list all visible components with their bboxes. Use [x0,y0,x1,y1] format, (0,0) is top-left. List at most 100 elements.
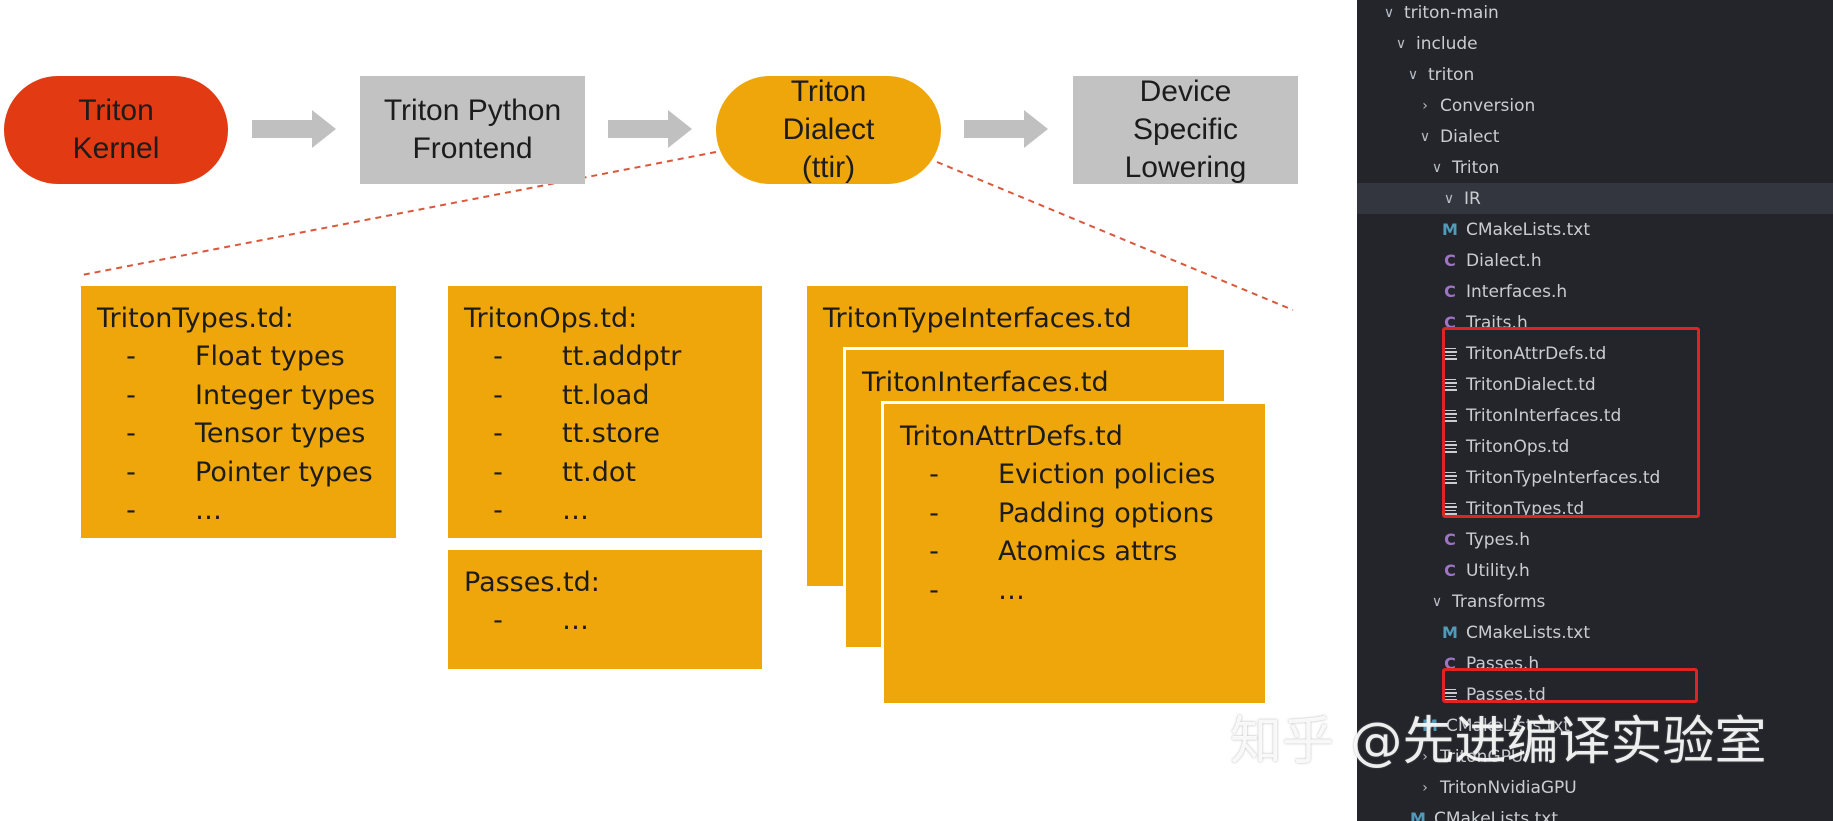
bullet-dash: - [126,379,136,411]
card-item: -Padding options [900,495,1265,534]
bullet-dash: - [929,574,939,606]
triton-dialect-node: Triton Dialect (ttir) [716,75,941,184]
tree-item-label: TritonTypeInterfaces.td [1466,467,1661,488]
watermark: 知乎 @先进编译实验室 [1230,712,1767,772]
card-item: -… [900,572,1265,611]
tree-item-label: TritonDialect.td [1466,374,1596,395]
chevron-right-icon[interactable]: › [1422,748,1428,765]
card-item-text: Tensor types [195,418,366,449]
text-file-icon [1442,409,1458,423]
tree-file-item[interactable]: TritonTypes.td [1357,493,1833,524]
tree-item-label: IR [1464,188,1481,209]
tree-item-label: Dialect.h [1466,250,1542,271]
card-items: -tt.addptr-tt.load-tt.store-tt.dot-… [464,338,762,531]
chevron-right-icon[interactable]: › [1422,779,1428,796]
tree-item-label: TritonAttrDefs.td [1466,343,1607,364]
card-item-text: tt.dot [562,456,636,488]
tree-file-item[interactable]: TritonAttrDefs.td [1357,338,1833,369]
flow-arrow [964,110,1048,148]
c-header-icon: C [1444,251,1456,270]
tree-folder-item[interactable]: ∨Triton [1357,152,1833,183]
tree-item-label: Dialect [1440,126,1500,147]
tree-folder-item[interactable]: ∨ triton [1357,59,1833,90]
c-header-icon: C [1444,282,1456,301]
card-item-text: … [998,574,1025,606]
triton-attr-defs-card: TritonAttrDefs.td -Eviction policies-Pad… [881,401,1265,703]
chevron-right-icon[interactable]: › [1422,97,1428,114]
c-header-icon: C [1444,654,1456,673]
card-item: -… [97,492,396,531]
card-item: -tt.dot [464,454,762,493]
chevron-down-icon[interactable]: ∨ [1383,4,1395,21]
triton-types-card: TritonTypes.td: -Float types-Integer typ… [81,286,396,538]
tree-folder-item[interactable]: ∨Transforms [1357,586,1833,617]
tree-item-label: Passes.td [1466,684,1546,705]
card-item: - Tensor types [97,415,396,454]
tree-folder-item[interactable]: ›TritonGPU [1357,741,1833,772]
diagram: Triton Kernel Triton Python Frontend Tri… [4,75,1298,703]
tree-file-item[interactable]: TritonOps.td [1357,431,1833,462]
card-item: -tt.load [464,377,762,416]
tree-folder-item[interactable]: ∨ IR [1357,183,1833,214]
bullet-dash: - [126,341,136,372]
text-file-icon [1442,378,1458,392]
tree-file-item[interactable]: TritonTypeInterfaces.td [1357,462,1833,493]
tree-item-label: include [1416,33,1478,54]
tree-item-label: Utility.h [1466,560,1530,581]
chevron-down-icon[interactable]: ∨ [1419,128,1431,145]
tree-folder-item[interactable]: ›TritonNvidiaGPU [1357,772,1833,803]
tree-file-item[interactable]: C Dialect.h [1357,245,1833,276]
tree-item-label: TritonOps.td [1466,436,1570,457]
text-file-icon [1442,502,1458,516]
chevron-down-icon[interactable]: ∨ [1407,66,1419,83]
highlight-box-td-files [1442,327,1700,518]
card-item-text: Float types [195,341,345,372]
card-items: -Float types-Integer types-Tensor types-… [97,338,396,531]
bullet-dash: - [493,379,503,411]
chevron-down-icon[interactable]: ∨ [1431,159,1443,176]
tree-item-label: CMakeLists.txt [1446,715,1571,736]
card-item-text: Atomics attrs [998,536,1178,567]
tree-folder-item[interactable]: › Conversion [1357,90,1833,121]
bullet-dash: - [126,418,136,449]
c-header-icon: C [1444,530,1456,549]
card-item: -… [464,492,762,531]
tree-file-item[interactable]: TritonDialect.td [1357,369,1833,400]
tree-item-label: Conversion [1440,95,1536,116]
card-item-text: … [195,495,222,526]
bullet-dash: - [929,497,939,529]
card-item: -tt.addptr [464,338,762,377]
tree-folder-item[interactable]: ∨triton-main [1357,0,1833,28]
c-header-icon: C [1444,313,1456,332]
card-item: - Float types [97,338,396,377]
tree-item-label: TritonTypes.td [1466,498,1585,519]
triton-ops-card: TritonOps.td: -tt.addptr-tt.load-tt.stor… [448,286,762,538]
card-item-text: … [562,495,589,526]
c-header-icon: C [1444,561,1456,580]
tree-file-item[interactable]: Passes.td [1357,679,1833,710]
python-frontend-node: Triton Python Frontend [360,76,585,184]
tree-item-label: TritonInterfaces.td [1466,405,1622,426]
chevron-down-icon[interactable]: ∨ [1395,35,1407,52]
chevron-down-icon[interactable]: ∨ [1443,190,1455,207]
flow-arrow [252,110,336,148]
text-file-icon [1442,440,1458,454]
card-item: -Integer types [97,377,396,416]
tree-file-item[interactable]: TritonInterfaces.td [1357,400,1833,431]
card-item: -Eviction policies [900,456,1265,495]
tree-folder-item[interactable]: ∨ include [1357,28,1833,59]
tree-folder-item[interactable]: ∨ Dialect [1357,121,1833,152]
card-item-text: Pointer types [195,456,373,488]
tree-file-item[interactable]: C Utility.h [1357,555,1833,586]
tree-item-label: triton [1428,64,1475,85]
bullet-dash: - [126,495,136,526]
bullet-dash: - [493,418,503,449]
chevron-down-icon[interactable]: ∨ [1431,593,1443,610]
triton-kernel-node: Triton Kernel [4,76,228,184]
